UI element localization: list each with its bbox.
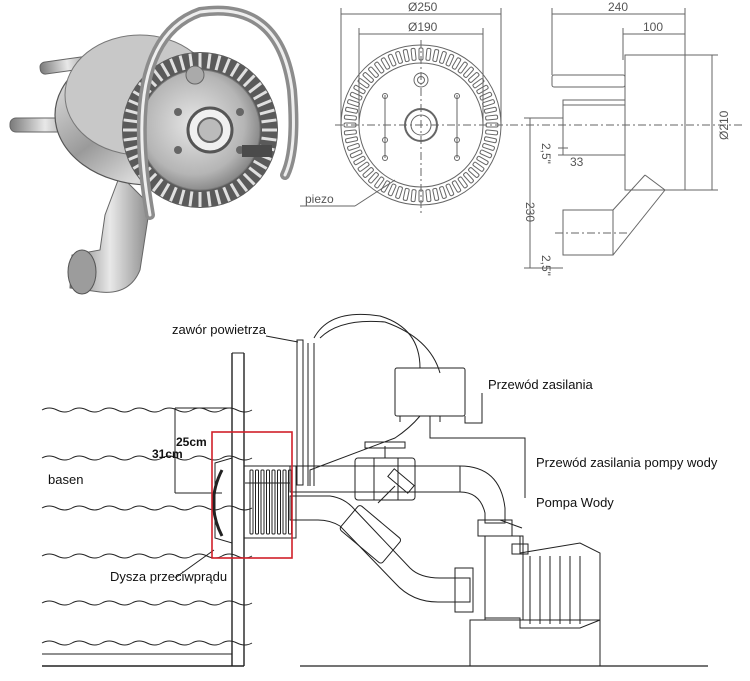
dim-33: 33 xyxy=(570,155,584,169)
label-depth-25: 25cm xyxy=(176,435,207,449)
nozzle-highlight-box xyxy=(211,431,293,559)
dim-230: 230 xyxy=(523,202,537,222)
louvre-ring xyxy=(122,52,278,208)
dimension-drawing: Ø250 Ø190 piezo 240 100 Ø210 230 33 2,5"… xyxy=(300,0,745,276)
label-pool: basen xyxy=(48,472,83,487)
product-photo xyxy=(0,0,300,298)
jet-unit-illustration xyxy=(9,5,299,295)
installation-drawing: zawór powietrza Przewód zasilania Przewó… xyxy=(41,313,718,667)
label-pump-power-cable: Przewód zasilania pompy wody xyxy=(536,455,718,470)
dim-d210: Ø210 xyxy=(717,110,731,140)
dim-pipe-upper: 2,5" xyxy=(539,143,553,164)
dim-100: 100 xyxy=(643,20,663,34)
dim-pipe-lower: 2,5" xyxy=(539,255,553,276)
piezo-label: piezo xyxy=(305,192,334,206)
installation-schematic: zawór powietrza Przewód zasilania Przewó… xyxy=(0,298,750,676)
dim-d250: Ø250 xyxy=(408,0,438,14)
label-depth-31: 31cm xyxy=(152,447,183,461)
technical-drawing: Ø250 Ø190 piezo 240 100 Ø210 230 33 2,5"… xyxy=(300,0,750,298)
label-air-valve: zawór powietrza xyxy=(172,322,267,337)
dim-240: 240 xyxy=(608,0,628,14)
label-nozzle: Dysza przeciwprądu xyxy=(110,569,227,584)
dim-d190: Ø190 xyxy=(408,20,438,34)
label-power-cable: Przewód zasilania xyxy=(488,377,594,392)
label-pump: Pompa Wody xyxy=(536,495,614,510)
